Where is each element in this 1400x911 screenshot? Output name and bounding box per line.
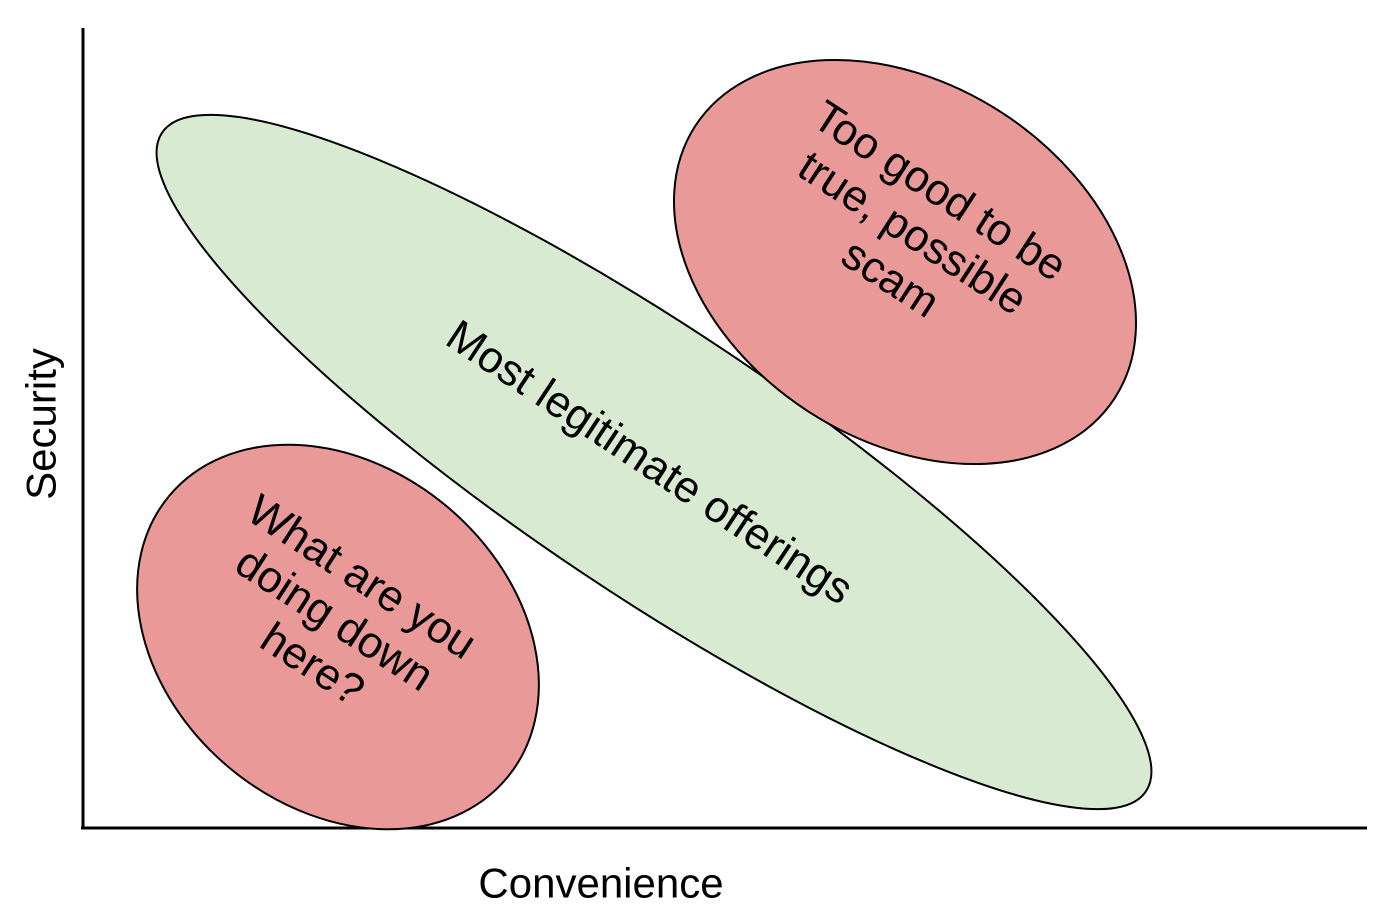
region-what-are-you-doing-shape [136, 443, 540, 831]
y-axis-label: Security [18, 348, 65, 500]
region-legitimate-shape [155, 113, 1153, 811]
region-what-are-you-doing: What are you doing down here? [136, 443, 540, 831]
region-too-good-shape [673, 58, 1137, 466]
x-axis-label: Convenience [478, 860, 723, 907]
